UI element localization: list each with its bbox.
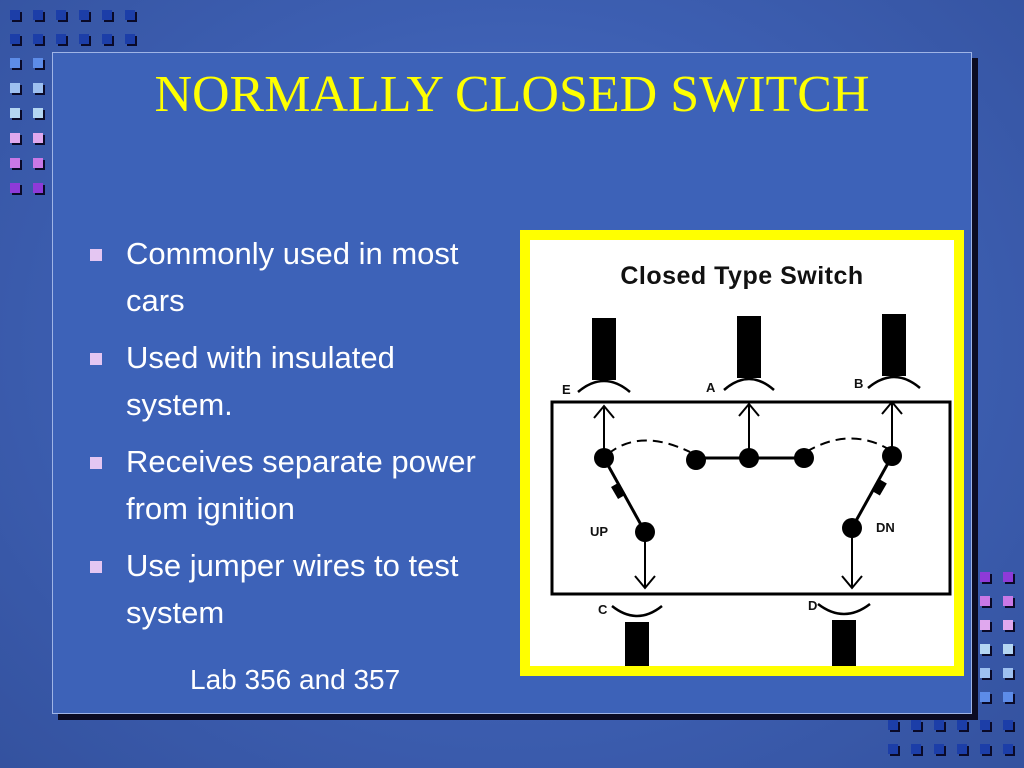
- switch-housing: [550, 400, 952, 596]
- terminal-label-c: C: [598, 602, 608, 617]
- decorative-square: [10, 58, 20, 68]
- decorative-square: [33, 183, 43, 193]
- decorative-square: [980, 596, 990, 606]
- decorative-square: [1003, 668, 1013, 678]
- decorative-square: [888, 744, 898, 754]
- bullet-square-icon: [90, 457, 102, 469]
- decorative-square: [1003, 720, 1013, 730]
- decorative-square: [980, 572, 990, 582]
- terminal-label-b: B: [854, 376, 864, 391]
- decorative-square: [980, 692, 990, 702]
- decorative-square: [102, 10, 112, 20]
- bullet-item: Receives separate power from ignition: [88, 438, 498, 532]
- terminal-label-a: A: [706, 380, 716, 395]
- decorative-square: [33, 158, 43, 168]
- bullet-text: Commonly used in most cars: [126, 236, 459, 318]
- bullet-item: Commonly used in most cars: [88, 230, 498, 324]
- decorative-square: [1003, 692, 1013, 702]
- position-label-dn: DN: [876, 520, 895, 535]
- decorative-square: [33, 108, 43, 118]
- bullet-list: Commonly used in most cars Used with ins…: [88, 230, 498, 646]
- decorative-square: [33, 10, 43, 20]
- diagram-title: Closed Type Switch: [620, 262, 864, 290]
- decorative-square: [33, 83, 43, 93]
- decorative-square: [980, 668, 990, 678]
- decorative-square: [1003, 620, 1013, 630]
- terminal-post-e: [592, 318, 616, 380]
- terminal-post-b: [882, 314, 906, 376]
- terminal-post-d: [832, 620, 856, 666]
- position-label-up: UP: [590, 524, 609, 539]
- terminal-label-d: D: [808, 598, 818, 613]
- decorative-square: [911, 744, 921, 754]
- bullet-square-icon: [90, 561, 102, 573]
- decorative-square: [934, 744, 944, 754]
- decorative-square: [1003, 596, 1013, 606]
- decorative-square: [10, 183, 20, 193]
- bullet-item: Used with insulated system.: [88, 334, 498, 428]
- decorative-square: [1003, 572, 1013, 582]
- decorative-square: [10, 83, 20, 93]
- decorative-square: [1003, 744, 1013, 754]
- decorative-square: [56, 34, 66, 44]
- bullet-text: Receives separate power from ignition: [126, 444, 476, 526]
- decorative-square: [79, 10, 89, 20]
- decorative-square: [33, 58, 43, 68]
- decorative-square: [33, 34, 43, 44]
- decorative-square: [79, 34, 89, 44]
- decorative-square: [957, 744, 967, 754]
- decorative-square: [980, 720, 990, 730]
- switch-diagram: Closed Type Switch: [530, 240, 954, 666]
- decorative-square: [957, 720, 967, 730]
- terminal-label-e: E: [562, 382, 571, 397]
- decorative-square: [125, 34, 135, 44]
- decorative-square: [10, 108, 20, 118]
- terminal-post-a: [737, 316, 761, 378]
- bullet-text: Use jumper wires to test system: [126, 548, 459, 630]
- slide-title: NORMALLY CLOSED SWITCH: [154, 66, 870, 123]
- decorative-square: [10, 34, 20, 44]
- decorative-square: [102, 34, 112, 44]
- bullet-item: Use jumper wires to test system: [88, 542, 498, 636]
- decorative-square: [10, 10, 20, 20]
- lab-caption: Lab 356 and 357: [190, 664, 401, 695]
- decorative-square: [911, 720, 921, 730]
- terminal-post-c: [625, 622, 649, 666]
- decorative-square: [934, 720, 944, 730]
- decorative-square: [125, 10, 135, 20]
- bullet-square-icon: [90, 353, 102, 365]
- decorative-square: [980, 644, 990, 654]
- decorative-square: [1003, 644, 1013, 654]
- bullet-text: Used with insulated system.: [126, 340, 395, 422]
- decorative-square: [980, 620, 990, 630]
- switch-diagram-frame: Closed Type Switch: [520, 230, 964, 676]
- decorative-square: [980, 744, 990, 754]
- decorative-square: [56, 10, 66, 20]
- bullet-square-icon: [90, 249, 102, 261]
- decorative-square: [10, 158, 20, 168]
- decorative-square: [10, 133, 20, 143]
- decorative-square: [888, 720, 898, 730]
- switch-schematic: [550, 314, 952, 666]
- decorative-square: [33, 133, 43, 143]
